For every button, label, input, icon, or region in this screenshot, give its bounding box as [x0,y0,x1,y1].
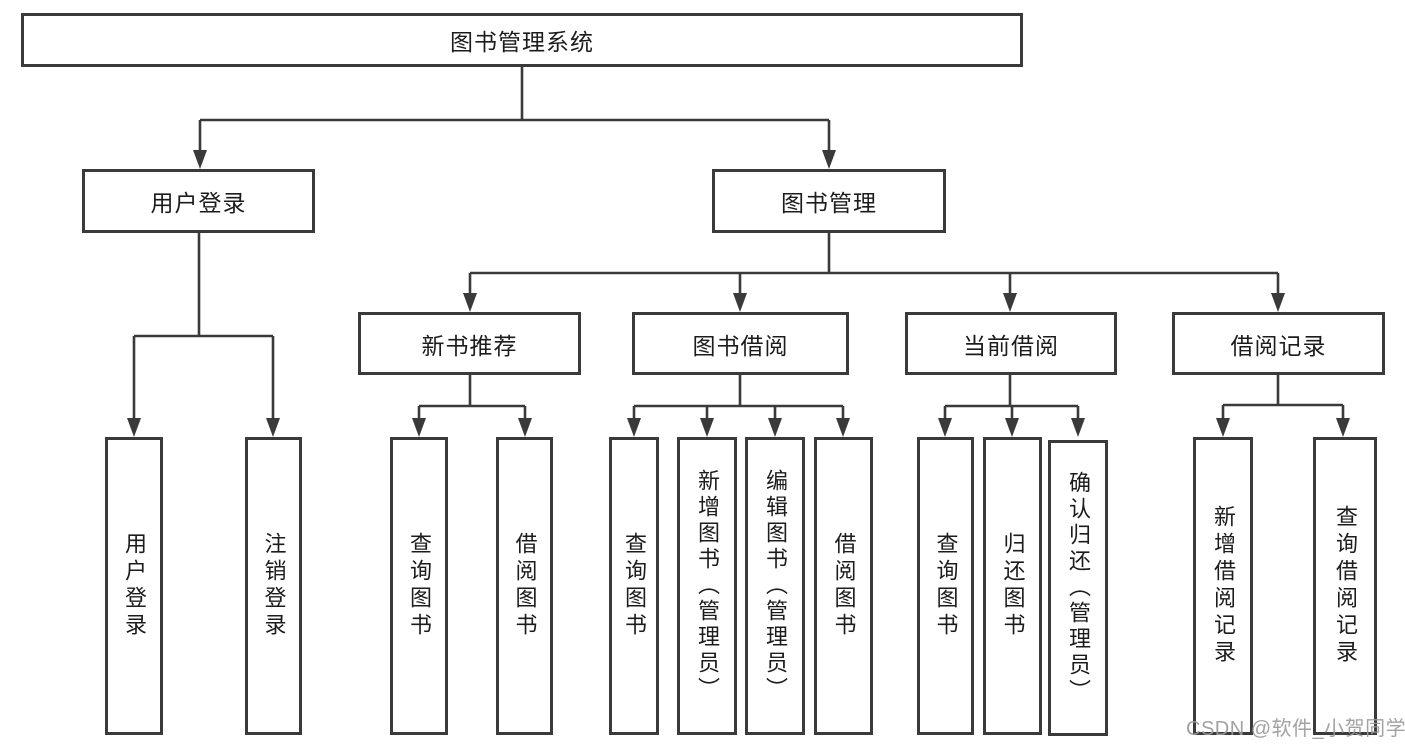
leaf-query-borrow-record: 查询借阅记录 [1313,437,1377,735]
leaf-query-books-current: 查询图书 [917,437,974,735]
node-current-borrow: 当前借阅 [905,312,1117,375]
leaf-add-borrow-record: 新增借阅记录 [1193,437,1253,735]
node-book-management: 图书管理 [712,169,946,233]
leaf-query-books-recommend: 查询图书 [390,437,448,735]
leaf-query-books-borrow: 查询图书 [609,437,659,735]
node-new-book-recommend: 新书推荐 [358,312,581,375]
leaf-add-books-admin: 新增图书（管理员） [677,437,737,735]
node-borrow-records: 借阅记录 [1172,312,1385,375]
leaf-confirm-return-admin: 确认归还（管理员） [1048,440,1108,736]
leaf-logout: 注销登录 [245,437,302,735]
leaf-user-login: 用户登录 [105,437,163,735]
node-root-library-management-system: 图书管理系统 [21,13,1023,67]
leaf-edit-books-admin: 编辑图书（管理员） [745,437,805,735]
leaf-borrow-books-recommend: 借阅图书 [496,437,553,735]
node-user-login: 用户登录 [82,169,315,233]
leaf-borrow-books: 借阅图书 [814,437,873,735]
node-book-borrow: 图书借阅 [632,312,849,375]
leaf-return-books: 归还图书 [983,437,1042,735]
csdn-watermark: CSDN @软件_小贺同学 [1186,718,1405,740]
